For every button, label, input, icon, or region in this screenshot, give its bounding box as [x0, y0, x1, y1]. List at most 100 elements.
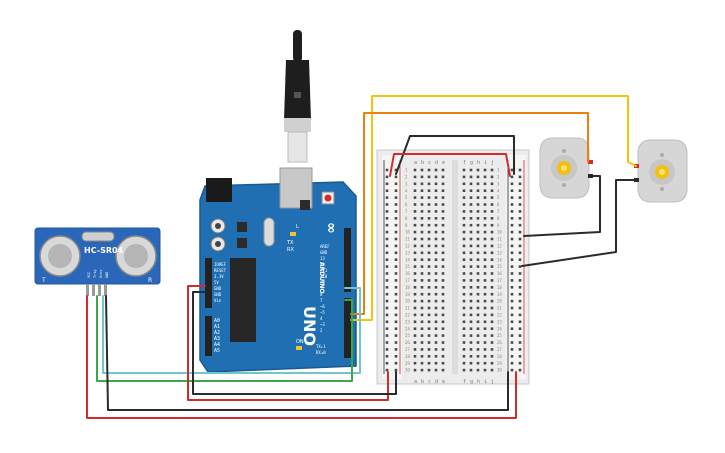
- breadboard-hole[interactable]: [462, 272, 466, 275]
- breadboard-hole[interactable]: [462, 320, 466, 324]
- breadboard-hole[interactable]: [490, 182, 494, 186]
- breadboard-hole[interactable]: [420, 230, 424, 234]
- breadboard-hole[interactable]: [483, 355, 487, 358]
- breadboard-hole[interactable]: [518, 292, 522, 296]
- breadboard-hole[interactable]: [462, 286, 466, 289]
- breadboard-hole[interactable]: [469, 286, 473, 289]
- breadboard-hole[interactable]: [427, 368, 431, 372]
- breadboard-hole[interactable]: [462, 334, 466, 337]
- breadboard-hole[interactable]: [420, 368, 424, 372]
- breadboard-hole[interactable]: [413, 286, 417, 289]
- breadboard-hole[interactable]: [385, 313, 389, 317]
- breadboard-hole[interactable]: [490, 334, 494, 337]
- breadboard-hole[interactable]: [427, 265, 431, 268]
- breadboard-hole[interactable]: [476, 258, 480, 261]
- breadboard-hole[interactable]: [469, 251, 473, 255]
- breadboard-hole[interactable]: [427, 237, 431, 241]
- breadboard-hole[interactable]: [462, 258, 466, 261]
- breadboard-hole[interactable]: [518, 286, 522, 289]
- breadboard-hole[interactable]: [385, 210, 389, 213]
- breadboard-hole[interactable]: [413, 182, 417, 186]
- breadboard-hole[interactable]: [427, 327, 431, 330]
- breadboard-hole[interactable]: [476, 223, 480, 227]
- breadboard-hole[interactable]: [469, 292, 473, 296]
- breadboard-hole[interactable]: [510, 320, 514, 324]
- breadboard-hole[interactable]: [518, 320, 522, 324]
- breadboard-hole[interactable]: [441, 217, 445, 220]
- breadboard-hole[interactable]: [427, 292, 431, 296]
- breadboard-hole[interactable]: [413, 279, 417, 282]
- breadboard-hole[interactable]: [413, 368, 417, 372]
- breadboard-hole[interactable]: [476, 368, 480, 372]
- breadboard-hole[interactable]: [394, 279, 398, 282]
- breadboard-hole[interactable]: [441, 189, 445, 192]
- breadboard-hole[interactable]: [385, 237, 389, 241]
- breadboard-hole[interactable]: [385, 175, 389, 179]
- breadboard-hole[interactable]: [510, 348, 514, 351]
- breadboard-hole[interactable]: [385, 279, 389, 282]
- breadboard-hole[interactable]: [441, 230, 445, 234]
- breadboard-hole[interactable]: [490, 168, 494, 172]
- breadboard-hole[interactable]: [510, 217, 514, 220]
- breadboard-hole[interactable]: [434, 368, 438, 372]
- breadboard-hole[interactable]: [490, 320, 494, 324]
- breadboard-hole[interactable]: [427, 182, 431, 186]
- breadboard-hole[interactable]: [394, 368, 398, 372]
- breadboard-hole[interactable]: [413, 292, 417, 296]
- breadboard-hole[interactable]: [476, 327, 480, 330]
- breadboard-hole[interactable]: [483, 168, 487, 172]
- breadboard-hole[interactable]: [394, 320, 398, 324]
- breadboard-hole[interactable]: [476, 292, 480, 296]
- breadboard-hole[interactable]: [385, 272, 389, 275]
- breadboard-hole[interactable]: [476, 272, 480, 275]
- breadboard-hole[interactable]: [490, 210, 494, 213]
- breadboard-hole[interactable]: [476, 306, 480, 310]
- breadboard-hole[interactable]: [385, 299, 389, 303]
- breadboard-hole[interactable]: [510, 230, 514, 234]
- breadboard-hole[interactable]: [427, 258, 431, 261]
- breadboard-hole[interactable]: [469, 258, 473, 261]
- breadboard-hole[interactable]: [476, 230, 480, 234]
- breadboard-hole[interactable]: [413, 348, 417, 351]
- breadboard-hole[interactable]: [483, 182, 487, 186]
- reset-button[interactable]: [324, 194, 332, 202]
- breadboard-hole[interactable]: [518, 203, 522, 206]
- breadboard-hole[interactable]: [394, 361, 398, 365]
- breadboard-hole[interactable]: [490, 196, 494, 199]
- breadboard-hole[interactable]: [413, 272, 417, 275]
- breadboard-hole[interactable]: [420, 258, 424, 261]
- breadboard-hole[interactable]: [476, 244, 480, 248]
- breadboard-hole[interactable]: [420, 286, 424, 289]
- breadboard-hole[interactable]: [490, 279, 494, 282]
- breadboard-hole[interactable]: [434, 217, 438, 220]
- breadboard-hole[interactable]: [476, 361, 480, 365]
- breadboard-hole[interactable]: [420, 341, 424, 344]
- breadboard-hole[interactable]: [490, 244, 494, 248]
- breadboard-hole[interactable]: [394, 258, 398, 261]
- breadboard-hole[interactable]: [427, 189, 431, 192]
- breadboard-hole[interactable]: [394, 196, 398, 199]
- breadboard-hole[interactable]: [413, 320, 417, 324]
- breadboard-hole[interactable]: [518, 265, 522, 268]
- breadboard-hole[interactable]: [510, 306, 514, 310]
- breadboard-hole[interactable]: [469, 182, 473, 186]
- breadboard-hole[interactable]: [394, 189, 398, 192]
- breadboard-hole[interactable]: [394, 341, 398, 344]
- breadboard-hole[interactable]: [483, 306, 487, 310]
- breadboard-hole[interactable]: [476, 299, 480, 303]
- wire-black-motor-1[interactable]: [523, 175, 601, 237]
- breadboard-hole[interactable]: [462, 251, 466, 255]
- breadboard-hole[interactable]: [462, 237, 466, 241]
- breadboard-hole[interactable]: [462, 292, 466, 296]
- breadboard-hole[interactable]: [394, 299, 398, 303]
- breadboard-hole[interactable]: [469, 334, 473, 337]
- breadboard-hole[interactable]: [490, 355, 494, 358]
- breadboard-hole[interactable]: [518, 258, 522, 261]
- breadboard-hole[interactable]: [420, 299, 424, 303]
- breadboard-hole[interactable]: [518, 223, 522, 227]
- breadboard-hole[interactable]: [441, 175, 445, 179]
- breadboard-hole[interactable]: [469, 313, 473, 317]
- breadboard-hole[interactable]: [427, 175, 431, 179]
- breadboard-hole[interactable]: [476, 189, 480, 192]
- breadboard-hole[interactable]: [483, 237, 487, 241]
